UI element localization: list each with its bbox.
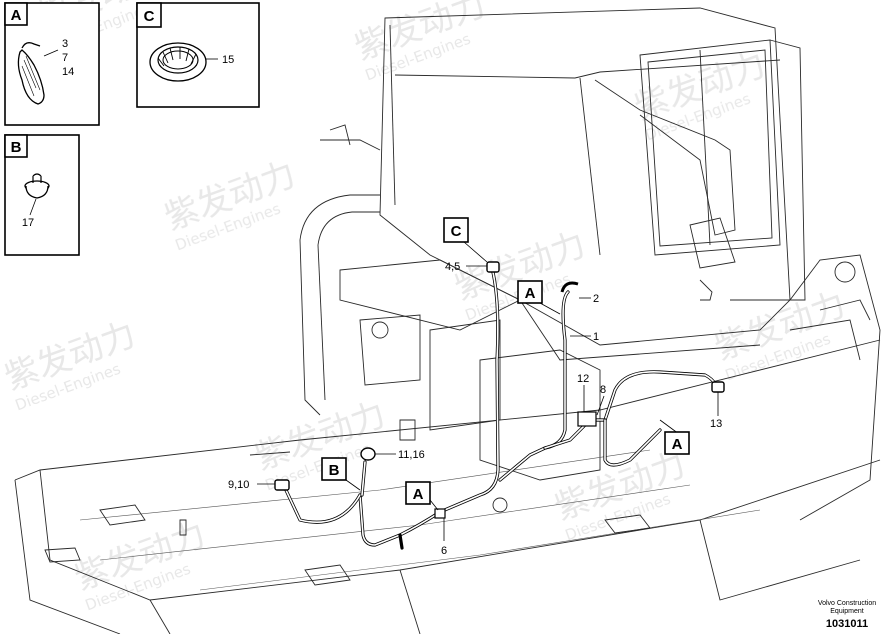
inset-c-letter: C xyxy=(144,8,155,25)
inset-a-number: 3 xyxy=(62,38,68,50)
callout-number: 8 xyxy=(600,384,606,396)
callout-number: 6 xyxy=(441,545,447,557)
svg-text:A: A xyxy=(672,436,683,453)
callout-number: 12 xyxy=(577,373,589,385)
callout-letter-a: A xyxy=(405,481,431,505)
inset-c-number: 15 xyxy=(222,54,234,66)
inset-b-letter: B xyxy=(11,139,22,156)
svg-text:B: B xyxy=(329,462,340,479)
machine-drawing xyxy=(14,7,881,634)
inset-a: A 3 7 14 xyxy=(4,2,100,126)
inset-b-number: 17 xyxy=(22,217,34,229)
inset-a-number: 14 xyxy=(62,66,74,78)
callout-letter-a: A xyxy=(664,431,690,455)
svg-text:A: A xyxy=(413,486,424,503)
inset-a-number: 7 xyxy=(62,52,68,64)
callout-number: 2 xyxy=(593,293,599,305)
callout-number: 1 xyxy=(593,331,599,343)
svg-text:C: C xyxy=(451,223,462,240)
callout-letter-a: A xyxy=(517,280,543,304)
drawing-number: 1031011 xyxy=(825,618,869,630)
drawing-footer: Volvo Construction Equipment 1031011 xyxy=(812,600,882,630)
inset-b: B 17 xyxy=(4,134,80,256)
callout-letter-c: C xyxy=(443,217,469,243)
number-callouts: 4,5 2 1 12 8 13 11,16 9,10 6 xyxy=(228,261,722,557)
callout-number: 4,5 xyxy=(445,261,460,273)
wiring-harness xyxy=(274,261,725,550)
svg-text:A: A xyxy=(525,285,536,302)
brand-caption: Volvo Construction Equipment xyxy=(817,600,877,615)
callout-number: 9,10 xyxy=(228,479,249,491)
letter-callouts: C A B A A xyxy=(321,217,690,505)
callout-number: 11,16 xyxy=(398,449,425,461)
callout-letter-b: B xyxy=(321,457,347,481)
callout-number: 13 xyxy=(710,418,722,430)
inset-c: C 15 xyxy=(136,2,260,108)
leader-lines xyxy=(257,241,719,541)
inset-a-letter: A xyxy=(11,7,22,24)
